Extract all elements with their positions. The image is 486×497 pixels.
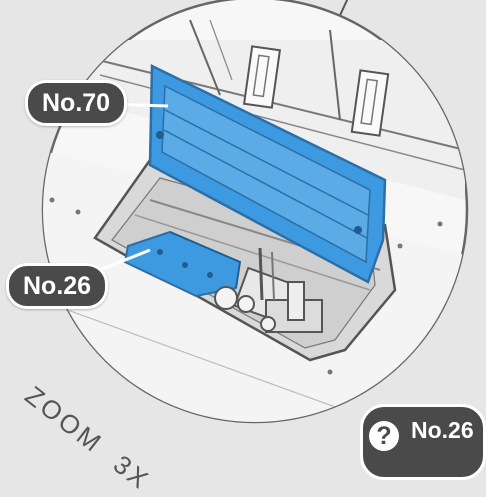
instruction-diagram: No.70 No.26 ZOOM3X ? No.26 bbox=[6, 0, 486, 496]
mechanism bbox=[214, 247, 323, 333]
part-callout-lower: No.26 bbox=[6, 263, 109, 309]
zoom-contents bbox=[43, 19, 466, 422]
blue-lid-part bbox=[148, 64, 387, 284]
question-circle-icon: ? bbox=[369, 421, 399, 451]
part-callout-upper: No.70 bbox=[25, 80, 128, 126]
zoom-detail-illustration bbox=[41, 0, 469, 424]
next-part-label: No.26 bbox=[411, 417, 474, 443]
blue-bracket-part bbox=[123, 230, 242, 298]
hinge-right bbox=[350, 69, 390, 137]
next-part-reference: ? No.26 bbox=[360, 404, 486, 480]
hinge-left bbox=[242, 45, 282, 109]
zoom-level: 3X bbox=[107, 448, 157, 496]
